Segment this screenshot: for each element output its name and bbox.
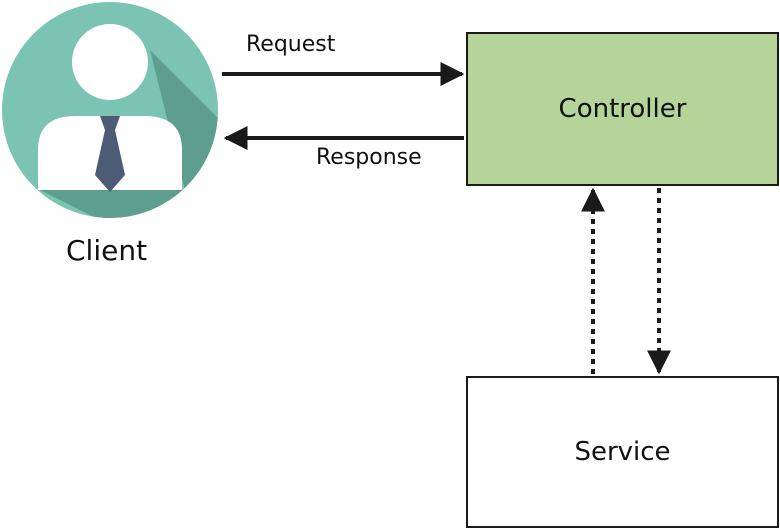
avatar-tie-icon [95,116,125,192]
controller-node: Controller [466,32,779,186]
service-node: Service [466,376,779,528]
response-label: Response [316,145,422,170]
client-avatar-icon [2,2,218,218]
avatar-head [72,24,148,100]
request-label: Request [246,32,336,57]
service-label: Service [574,437,671,467]
client-label: Client [66,234,148,267]
controller-label: Controller [558,94,687,124]
